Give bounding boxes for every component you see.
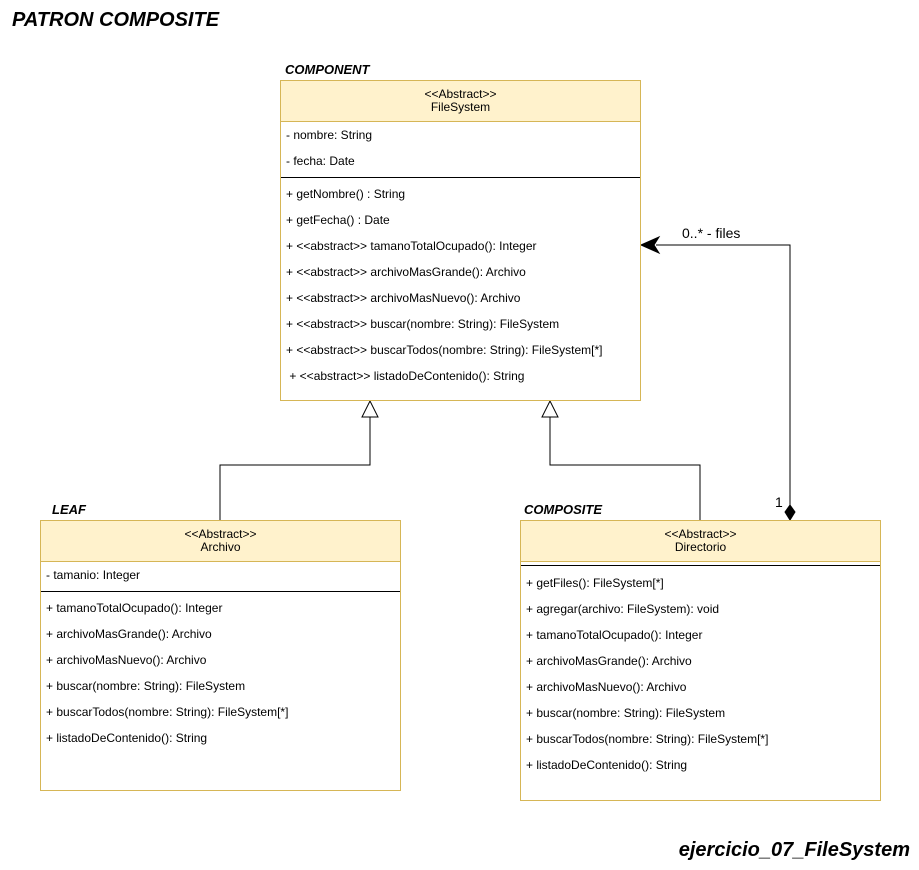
association-source-label: 1 bbox=[775, 494, 783, 510]
class-archivo[interactable]: <<Abstract>> Archivo - tamanio: Integer … bbox=[40, 520, 401, 791]
class-filesystem-methods: + getNombre() : String + getFecha() : Da… bbox=[281, 178, 640, 389]
class-archivo-name: Archivo bbox=[200, 540, 241, 554]
method-row: + <<abstract>> archivoMasGrande(): Archi… bbox=[286, 265, 526, 279]
method-row: + <<abstract>> tamanoTotalOcupado(): Int… bbox=[286, 239, 537, 253]
method-row: + agregar(archivo: FileSystem): void bbox=[526, 602, 720, 616]
method-row: + <<abstract>> buscar(nombre: String): F… bbox=[286, 317, 560, 331]
class-archivo-methods: + tamanoTotalOcupado(): Integer + archiv… bbox=[41, 592, 400, 751]
inheritance-line-archivo bbox=[219, 417, 371, 520]
method-row: + buscar(nombre: String): FileSystem bbox=[526, 706, 726, 720]
method-row: + listadoDeContenido(): String bbox=[46, 731, 208, 745]
class-filesystem-stereotype: <<Abstract>> bbox=[424, 87, 497, 101]
role-composite-label: COMPOSITE bbox=[524, 502, 603, 517]
method-row: + archivoMasGrande(): Archivo bbox=[46, 627, 212, 641]
class-directorio-methods: + getFiles(): FileSystem[*] + agregar(ar… bbox=[521, 566, 880, 778]
method-row: + buscar(nombre: String): FileSystem bbox=[46, 679, 246, 693]
composition-diamond bbox=[784, 504, 796, 521]
attribute-row: - tamanio: Integer bbox=[46, 568, 141, 582]
composition-arrowhead bbox=[639, 235, 661, 255]
class-filesystem-attributes: - nombre: String - fecha: Date bbox=[281, 122, 640, 174]
class-archivo-attributes: - tamanio: Integer bbox=[41, 562, 400, 588]
class-directorio[interactable]: <<Abstract>> Directorio + getFiles(): Fi… bbox=[520, 520, 881, 801]
method-row: + archivoMasNuevo(): Archivo bbox=[526, 680, 687, 694]
class-filesystem-header: <<Abstract>> FileSystem bbox=[281, 81, 640, 122]
attribute-row: - nombre: String bbox=[286, 128, 373, 142]
class-filesystem-name: FileSystem bbox=[430, 100, 491, 114]
method-row: + getNombre() : String bbox=[286, 187, 406, 201]
method-row: + getFiles(): FileSystem[*] bbox=[526, 576, 664, 590]
association-multiplicity-label: 0..* - files bbox=[682, 225, 741, 241]
method-row: + listadoDeContenido(): String bbox=[526, 758, 688, 772]
class-directorio-name: Directorio bbox=[674, 540, 727, 554]
method-row: + archivoMasNuevo(): Archivo bbox=[46, 653, 207, 667]
method-row: + tamanoTotalOcupado(): Integer bbox=[526, 628, 703, 642]
inheritance-arrowhead-archivo bbox=[361, 399, 379, 418]
diagram-footer: ejercicio_07_FileSystem bbox=[678, 839, 910, 861]
class-filesystem[interactable]: <<Abstract>> FileSystem - nombre: String… bbox=[280, 80, 641, 401]
method-row: + getFecha() : Date bbox=[286, 213, 390, 227]
composition-line bbox=[656, 244, 791, 505]
class-directorio-divider bbox=[521, 565, 880, 566]
method-row: + <<abstract>> archivoMasNuevo(): Archiv… bbox=[286, 291, 521, 305]
class-archivo-stereotype: <<Abstract>> bbox=[184, 527, 257, 541]
method-row: + <<abstract>> listadoDeContenido(): Str… bbox=[286, 369, 525, 383]
method-row: + buscarTodos(nombre: String): FileSyste… bbox=[526, 732, 769, 746]
method-row: + <<abstract>> buscarTodos(nombre: Strin… bbox=[286, 343, 603, 357]
attribute-row: - fecha: Date bbox=[286, 154, 355, 168]
method-row: + tamanoTotalOcupado(): Integer bbox=[46, 601, 223, 615]
class-directorio-stereotype: <<Abstract>> bbox=[664, 527, 737, 541]
class-directorio-header: <<Abstract>> Directorio bbox=[521, 521, 880, 562]
diagram-title: PATRON COMPOSITE bbox=[12, 9, 220, 31]
role-leaf-label: LEAF bbox=[52, 502, 86, 517]
method-row: + archivoMasGrande(): Archivo bbox=[526, 654, 692, 668]
class-filesystem-divider bbox=[281, 177, 640, 178]
class-archivo-divider bbox=[41, 591, 400, 592]
inheritance-arrowhead-directorio bbox=[541, 399, 559, 418]
inheritance-line-directorio bbox=[549, 417, 701, 520]
method-row: + buscarTodos(nombre: String): FileSyste… bbox=[46, 705, 289, 719]
role-component-label: COMPONENT bbox=[285, 62, 370, 77]
class-archivo-header: <<Abstract>> Archivo bbox=[41, 521, 400, 562]
